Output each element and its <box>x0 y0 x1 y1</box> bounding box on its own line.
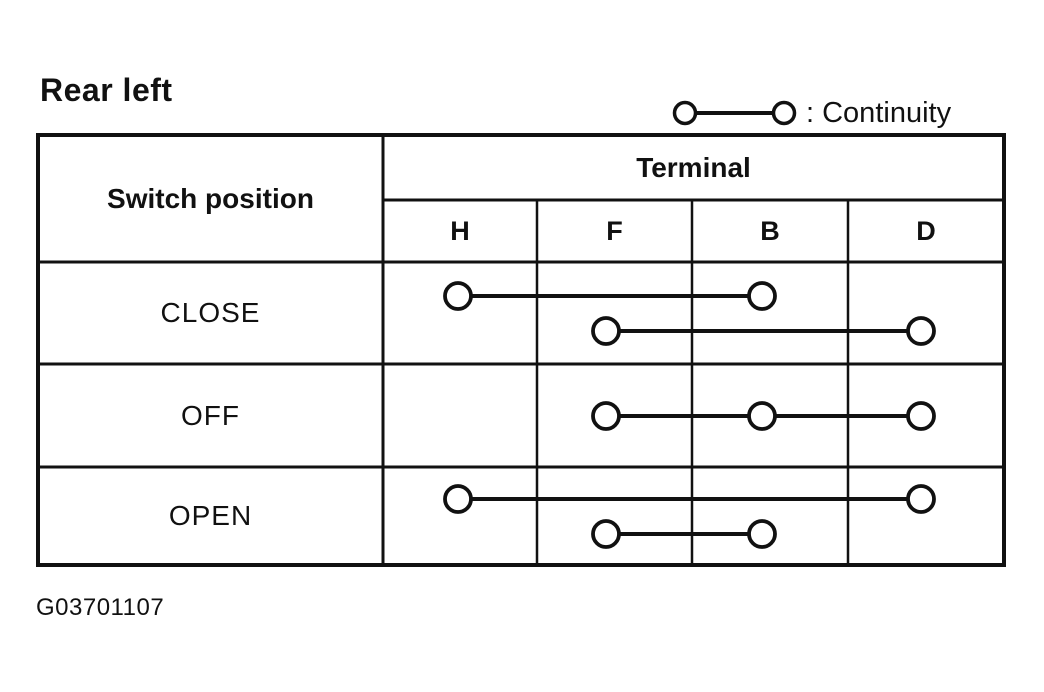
switch-position-cell-close: CLOSE <box>160 297 261 328</box>
table-outer-border <box>36 133 1006 567</box>
terminal-column-label-b: B <box>760 215 780 246</box>
terminal-header: Terminal <box>636 151 751 183</box>
switch-position-cell-off: OFF <box>181 399 240 431</box>
continuity-contact-circle <box>443 281 473 311</box>
continuity-contact-circle <box>747 519 777 549</box>
continuity-contact-circle <box>591 401 621 431</box>
continuity-contact-circle <box>591 519 621 549</box>
terminal-column-label-f: F <box>606 215 623 246</box>
continuity-contact-circle <box>906 316 936 346</box>
continuity-contact-circle <box>906 484 936 514</box>
page-title: Rear left <box>40 71 173 108</box>
continuity-legend: : Continuity <box>672 94 1012 132</box>
terminal-column-label-d: D <box>916 215 936 246</box>
switch-position-header: Switch position <box>107 182 314 214</box>
continuity-contact-circle <box>443 484 473 514</box>
continuity-legend-icon <box>672 100 797 126</box>
continuity-contact-circle <box>747 281 777 311</box>
figure-id: G03701107 <box>36 594 165 621</box>
continuity-contact-circle <box>906 401 936 431</box>
continuity-contact-circle <box>591 316 621 346</box>
legend-label: : Continuity <box>806 96 952 129</box>
continuity-contact-circle <box>747 401 777 431</box>
terminal-column-label-h: H <box>450 215 470 246</box>
switch-position-cell-open: OPEN <box>168 500 253 531</box>
